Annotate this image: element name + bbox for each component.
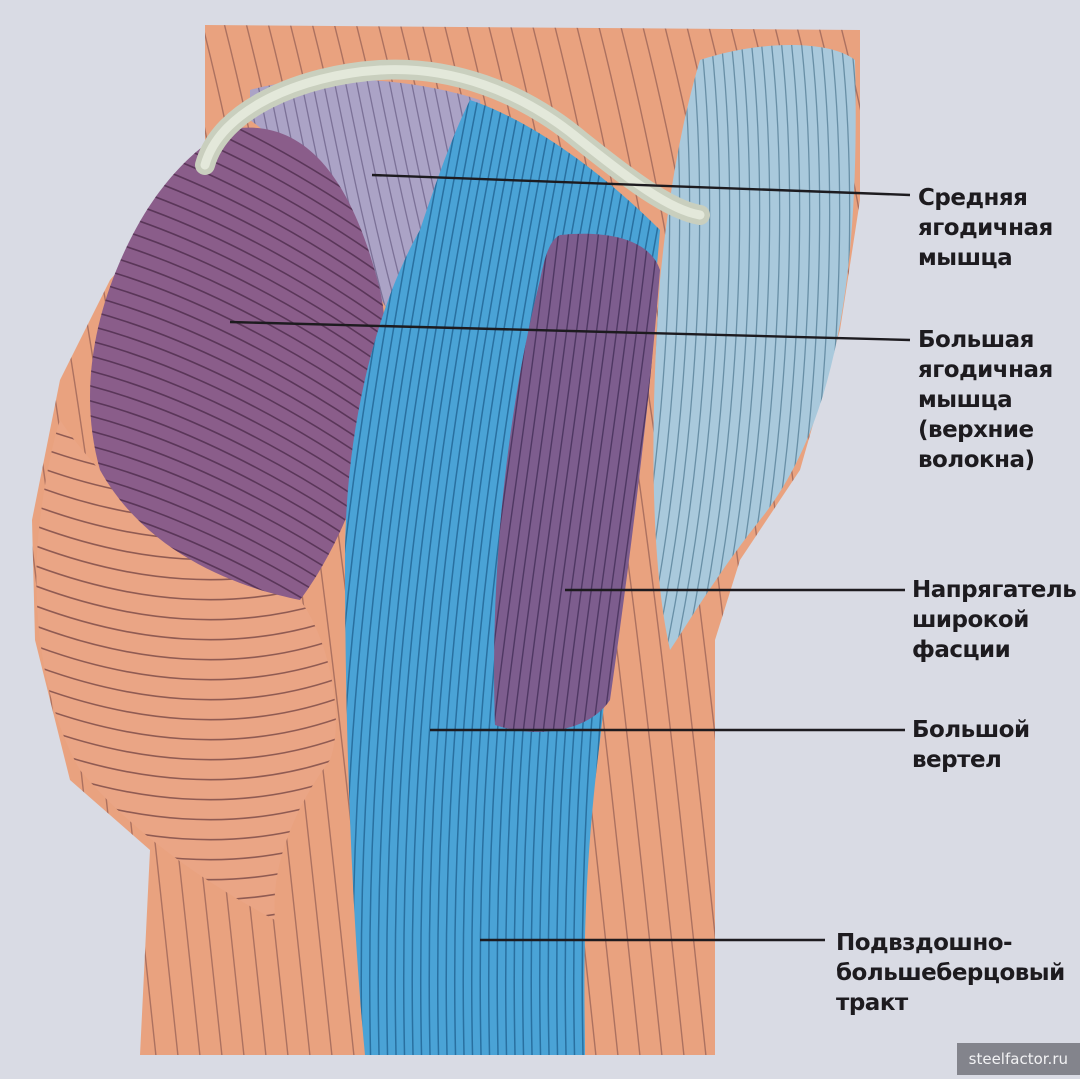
muscle-fiber [470, 100, 574, 1055]
muscle-fiber [36, 659, 336, 701]
muscle-fiber [509, 233, 581, 732]
muscle-fiber [377, 100, 481, 1055]
muscle-fiber [411, 100, 515, 1055]
muscle-fiber [559, 233, 631, 732]
muscle-fiber [402, 100, 506, 1055]
muscle-fiber [589, 233, 660, 732]
muscle-fiber [519, 233, 591, 732]
label-line: большеберцовый [836, 960, 1065, 986]
muscle-fiber [394, 100, 498, 1055]
muscle-fiber [360, 100, 464, 1055]
label-line: (верхние [918, 417, 1034, 443]
label-tensor-fasciae-latae: Напрягатель широкой фасции [912, 575, 1077, 665]
muscle-fiber [653, 45, 701, 650]
muscle-fiber [453, 100, 557, 1055]
label-gluteus-maximus: Большая ягодичная мышца (верхние волокна) [918, 325, 1053, 475]
muscle-fiber [659, 45, 711, 650]
muscle-fiber [599, 233, 660, 732]
label-line: мышца [918, 245, 1013, 271]
muscle-fiber [428, 100, 532, 1055]
watermark-site: steelfactor.ru [956, 1043, 1080, 1075]
muscle-fiber [529, 233, 601, 732]
label-line: ягодичная [918, 357, 1053, 383]
muscle-fiber [679, 45, 731, 650]
muscle-fiber [36, 699, 336, 741]
muscle-fiber [539, 233, 611, 732]
muscle-fiber [368, 100, 472, 1055]
label-line: Напрягатель [912, 577, 1077, 603]
muscle-fiber [436, 100, 540, 1055]
muscle-fiber [36, 619, 336, 661]
muscle-fiber [461, 79, 482, 330]
muscle-fiber [419, 100, 523, 1055]
label-line: широкой [912, 607, 1029, 633]
label-line: тракт [836, 990, 908, 1016]
muscle-fiber [494, 233, 561, 732]
muscle-fiber [462, 100, 566, 1055]
label-greater-trochanter: Большой вертел [912, 715, 1030, 775]
muscle-fiber [549, 233, 621, 732]
muscle-fiber [569, 233, 641, 732]
label-line: Подвздошно- [836, 930, 1013, 956]
label-line: Большая [918, 327, 1034, 353]
label-gluteus-medius: Средняя ягодичная мышца [918, 183, 1053, 273]
muscle-fiber [669, 45, 721, 650]
label-iliotibial-tract: Подвздошно-большеберцовый тракт [836, 928, 1065, 1018]
muscle-fiber [579, 233, 651, 732]
label-line: мышца [918, 387, 1013, 413]
muscle-fiber [689, 45, 741, 650]
muscle-fiber [36, 679, 336, 721]
label-line: Большой [912, 717, 1030, 743]
muscle-fiber [36, 639, 336, 681]
muscle-fiber [450, 79, 482, 330]
muscle-fiber [494, 233, 551, 732]
leader-lines [229, 173, 911, 942]
label-line: вертел [912, 747, 1002, 773]
muscle-fiber [36, 599, 336, 641]
label-line: волокна) [918, 447, 1035, 473]
label-line: Средняя [918, 185, 1028, 211]
label-line: фасции [912, 637, 1011, 663]
muscle-fiber [445, 100, 549, 1055]
muscle-fiber [385, 100, 489, 1055]
label-line: ягодичная [918, 215, 1053, 241]
muscle-fiber [499, 233, 571, 732]
